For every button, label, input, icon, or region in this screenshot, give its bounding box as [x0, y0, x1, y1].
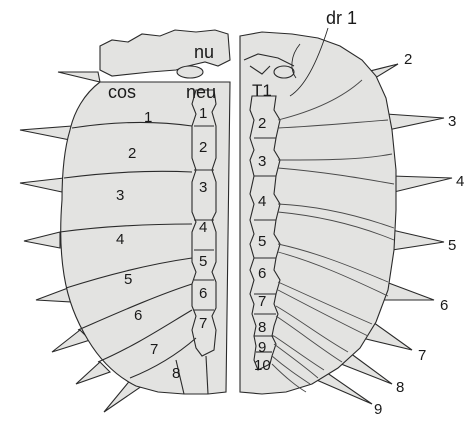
right-neural-number: 9 — [258, 339, 266, 356]
right-neural-number: 10 — [254, 357, 271, 374]
left-costal-number: 8 — [172, 365, 180, 382]
left-costal-number: 4 — [116, 231, 124, 248]
left-spine-4 — [24, 232, 60, 248]
right-neural-number: 6 — [258, 265, 266, 282]
left-spine-3 — [20, 178, 64, 192]
right-neural-number: 4 — [258, 193, 266, 210]
left-costal-body — [61, 82, 230, 394]
right-neural-number: 2 — [258, 115, 266, 132]
right-rib-number: 9 — [374, 401, 382, 418]
left-costal-number: 1 — [144, 109, 152, 126]
right-spine-6 — [382, 282, 434, 300]
left-spine-7 — [76, 362, 110, 384]
right-neural-number: 8 — [258, 319, 266, 336]
right-spine-5 — [392, 230, 444, 250]
left-neural-number: 3 — [199, 179, 207, 196]
right-neural-number: 3 — [258, 153, 266, 170]
right-rib-number: 5 — [448, 237, 456, 254]
right-neural-number: 7 — [258, 293, 266, 310]
left-costal-number: 6 — [134, 307, 142, 324]
midline-gap — [231, 28, 237, 408]
right-neural-number: 5 — [258, 233, 266, 250]
right-rib-number: 7 — [418, 347, 426, 364]
left-costal-number: 3 — [116, 187, 124, 204]
label-neu: neu — [186, 82, 216, 102]
label-dr1: dr 1 — [326, 8, 357, 28]
left-neural-number: 5 — [199, 253, 207, 270]
right-rib-number: 6 — [440, 297, 448, 314]
left-neural-number: 4 — [199, 219, 207, 236]
left-costal-number: 5 — [124, 271, 132, 288]
right-spine-4 — [392, 176, 452, 192]
label-cos: cos — [108, 82, 136, 102]
left-neural-number: 1 — [199, 105, 207, 122]
right-rib-number: 3 — [448, 113, 456, 130]
right-rib-number: 2 — [404, 51, 412, 68]
nuchal-fontanelle — [177, 66, 203, 78]
right-rib-number: 4 — [456, 173, 464, 190]
right-fontanelle — [274, 66, 294, 78]
left-spine-1 — [58, 72, 100, 82]
label-t1: T1 — [252, 81, 272, 100]
left-costal-number: 2 — [128, 145, 136, 162]
right-rib-number: 8 — [396, 379, 404, 396]
left-neural-number: 7 — [199, 315, 207, 332]
label-nu: nu — [194, 42, 214, 62]
left-spine-2 — [20, 126, 72, 140]
left-neural-number: 6 — [199, 285, 207, 302]
right-spine-3 — [386, 114, 444, 130]
left-neural-number: 2 — [199, 139, 207, 156]
left-costal-number: 7 — [150, 341, 158, 358]
